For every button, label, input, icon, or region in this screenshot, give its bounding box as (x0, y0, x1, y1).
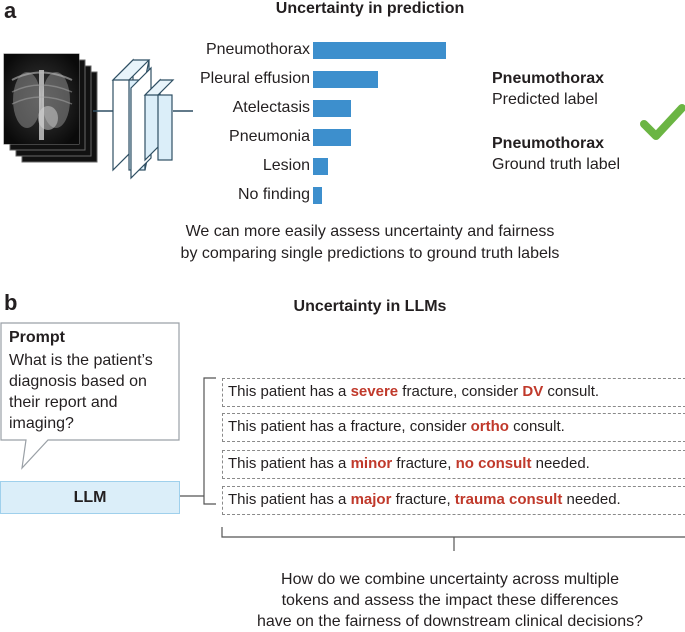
panel-a-title: Uncertainty in prediction (275, 0, 465, 17)
highlighted-token: DV (522, 383, 544, 400)
chest-xray-image (4, 54, 79, 144)
panel-b-letter: b (4, 290, 18, 315)
bar-label: Lesion (262, 157, 310, 174)
llm-box: LLM (0, 481, 180, 514)
caption-line: How do we combine uncertainty across mul… (281, 571, 619, 588)
bar-row: No finding (160, 183, 460, 212)
bar (313, 71, 378, 88)
prompt-text: What is the patient’s diagnosis based on… (9, 350, 153, 434)
caption-line: have on the fairness of downstream clini… (257, 613, 643, 630)
bar-row: Lesion (160, 154, 460, 183)
bar-row: Atelectasis (160, 96, 460, 125)
response-option: This patient has a severe fracture, cons… (222, 378, 685, 407)
predicted-label-value: Pneumothorax (492, 70, 605, 87)
panel-a-letter: a (4, 0, 17, 23)
prompt-line: their report and (9, 394, 118, 411)
response-option: This patient has a fracture, consider or… (222, 413, 685, 442)
bar (313, 42, 446, 59)
highlighted-token: severe (350, 383, 399, 400)
response-bracket (180, 377, 216, 505)
bar-row: Pneumothorax (160, 38, 460, 67)
bar (313, 100, 351, 117)
highlighted-token: no consult (455, 455, 532, 472)
highlighted-token: minor (350, 455, 393, 472)
prompt-title: Prompt (9, 329, 65, 346)
response-brace (221, 527, 685, 551)
caption-line: tokens and assess the impact these diffe… (281, 592, 619, 609)
highlighted-token: trauma consult (454, 491, 563, 508)
check-mark-icon (640, 104, 685, 140)
prompt-line: What is the patient’s (9, 352, 153, 369)
bar (313, 187, 322, 204)
bar-label: Atelectasis (232, 99, 310, 116)
prompt-line: diagnosis based on (9, 373, 147, 390)
highlighted-token: major (350, 491, 392, 508)
response-option: This patient has a minor fracture, no co… (222, 450, 685, 479)
bar (313, 129, 351, 146)
bar-row: Pneumonia (160, 125, 460, 154)
prompt-line: imaging? (9, 415, 74, 432)
panel-a-caption-line-2: by comparing single predictions to groun… (180, 245, 560, 262)
xray-stack-illustration (3, 53, 113, 163)
panel-b-title: Uncertainty in LLMs (293, 298, 447, 315)
bar-label: Pleural effusion (200, 70, 310, 87)
ground-truth-label-caption: Ground truth label (492, 156, 621, 173)
bar-label: Pneumonia (229, 128, 310, 145)
neural-network-icon (111, 58, 193, 180)
ground-truth-label-value: Pneumothorax (492, 135, 605, 152)
response-option: This patient has a major fracture, traum… (222, 486, 685, 515)
panel-b-caption: How do we combine uncertainty across mul… (200, 569, 685, 632)
bar-label: No finding (237, 186, 310, 203)
predicted-label-caption: Predicted label (492, 91, 598, 108)
bar-label: Pneumothorax (205, 41, 310, 58)
highlighted-token: ortho (470, 418, 509, 435)
prompt-bubble (0, 322, 180, 470)
bar-row: Pleural effusion (160, 67, 460, 96)
bar (313, 158, 328, 175)
panel-a-caption-line-1: We can more easily assess uncertainty an… (185, 223, 555, 240)
